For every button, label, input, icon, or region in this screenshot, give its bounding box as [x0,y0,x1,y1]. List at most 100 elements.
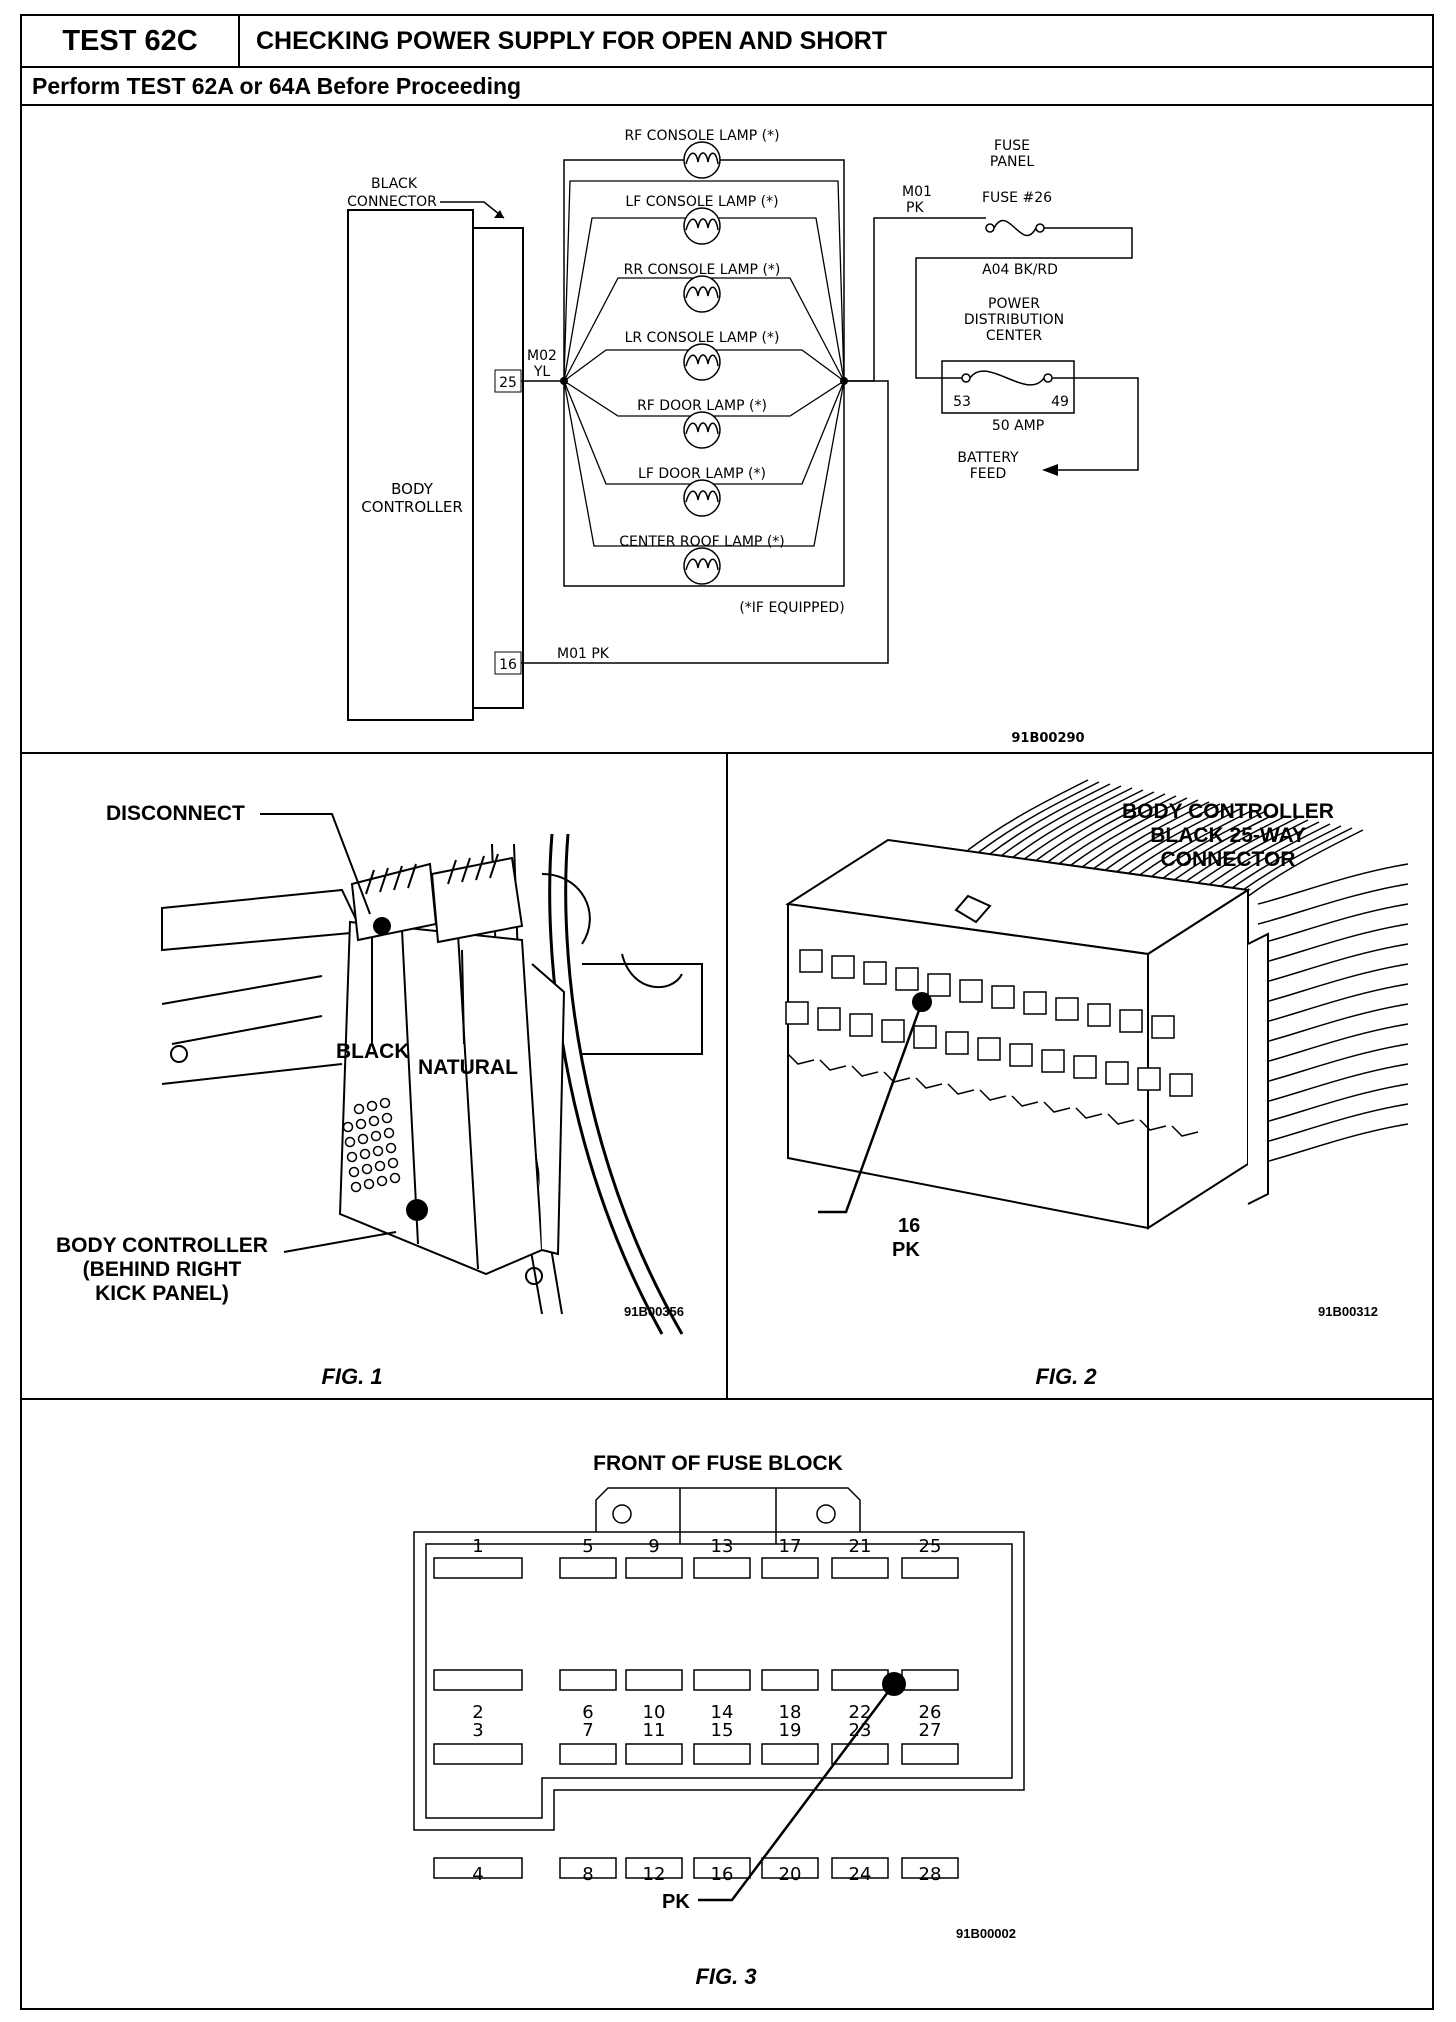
if-equipped-note: (*IF EQUIPPED) [739,600,844,616]
fuse-panel-label-2: PANEL [990,154,1034,170]
lamp-bulb-icon [683,207,721,245]
test-subtitle: Perform TEST 62A or 64A Before Proceedin… [22,68,1432,106]
pin-cavity [1105,1061,1129,1085]
connector-pin-cavities [785,949,1199,1137]
fig2-caption: FIG. 2 [1035,1364,1097,1389]
pin-cavity [977,1037,1001,1061]
lamp-bulb-icon [683,411,721,449]
black-connector-label-2: CONNECTOR [347,194,437,210]
battery-label-1: BATTERY [957,450,1019,466]
body-controller-dot [406,1199,428,1221]
fuse-slot-label: 26 [919,1702,942,1723]
fuse-slots [433,1557,959,1879]
pin-cavity [881,1019,905,1043]
pin-cavity [831,955,855,979]
test-title: CHECKING POWER SUPPLY FOR OPEN AND SHORT [240,16,1432,68]
fuse-slot [693,1857,751,1879]
fuse-slot-label: 16 [711,1864,734,1885]
pin-cavity [1119,1009,1143,1033]
fuse-slot-label: 20 [779,1864,802,1885]
pin-25: 25 [499,375,517,391]
fuse-slot-label: 13 [711,1536,734,1557]
fuse-slot-label: 1 [472,1536,483,1557]
body-controller-label-2: CONTROLLER [361,498,463,516]
fuse-slot [559,1743,617,1765]
pdc-label-2: DISTRIBUTION [964,312,1064,328]
pin-cavity [1009,1043,1033,1067]
fig3-caption: FIG. 3 [695,1964,756,1989]
fig1-illustration: DISCONNECT BLACK NATURAL BODY CONTROLLER… [56,802,703,1389]
body-controller-label-1: BODY [391,480,434,498]
fuse-panel-label-1: FUSE [994,138,1030,154]
pdc-box [941,360,1075,414]
pin-cavity [959,979,983,1003]
fuse-slot-label: 15 [711,1720,734,1741]
fig2-pin-label-2: PK [892,1239,920,1261]
fuse-slot [901,1557,959,1579]
fuse-slot-label: 12 [643,1864,666,1885]
fuse-slot [625,1557,683,1579]
fuse-slot-label: 11 [643,1720,666,1741]
pin-cavity [1041,1049,1065,1073]
fig2-illustration: BODY CONTROLLER BLACK 25-WAY CONNECTOR 1… [785,779,1409,1389]
lamp-label-6: CENTER ROOF LAMP (*) [619,534,785,550]
fuse-slot-label: 22 [849,1702,872,1723]
pin-cavity [1151,1015,1175,1039]
pin-cavity [913,1025,937,1049]
fuse-slot-label: 18 [779,1702,802,1723]
lamp-bulb-icon [683,479,721,517]
pin-cavity [1023,991,1047,1015]
pin-cavity [799,949,823,973]
body-controller-module [338,856,566,1276]
fuse-slot-label: 8 [582,1864,593,1885]
pin-cavity [1087,1003,1111,1027]
lamp-symbols [683,141,721,585]
fuse-slot [559,1857,617,1879]
fig2-title-2: BLACK 25-WAY [1150,824,1306,847]
connector-wires [967,779,1409,1165]
fig1-panel: DISCONNECT BLACK NATURAL BODY CONTROLLER… [22,754,728,1400]
pin-cavity [945,1031,969,1055]
fig2-pin-label-1: 16 [898,1215,920,1237]
lamp-bulb-icon [683,275,721,313]
fig3-pk-label: PK [662,1891,690,1913]
connector-ridges [365,853,499,895]
fuse-slot [433,1669,523,1691]
fuse-slot [831,1669,889,1691]
pin-cavity [991,985,1015,1009]
fuse-slot [433,1557,523,1579]
lamp-label-4: RF DOOR LAMP (*) [637,398,767,414]
fig1-body-controller-label-3: KICK PANEL) [95,1282,229,1305]
fuse-slot [831,1557,889,1579]
test-sheet: TEST 62C CHECKING POWER SUPPLY FOR OPEN … [20,14,1434,2010]
pin-cavity [785,1001,809,1025]
pin-cavity [895,967,919,991]
fig1-body-controller-label-2: (BEHIND RIGHT [83,1258,242,1281]
fuse-slot-label: 4 [472,1864,483,1885]
fuse-slot [831,1857,889,1879]
fig1-caption: FIG. 1 [321,1364,382,1389]
wire-m02-label-2: YL [533,364,551,380]
fuse-slot-label: 3 [472,1720,483,1741]
pdc-amp-label: 50 AMP [992,418,1044,434]
schematic-panel: BLACK CONNECTOR BODY CONTROLLER 25 16 M0… [22,106,1432,754]
pin-cavity [1137,1067,1161,1091]
fuse-slot-label: 10 [643,1702,666,1723]
body-controller-box [347,209,474,721]
fig2-title-3: CONNECTOR [1161,848,1296,871]
lamp-bulb-icon [683,343,721,381]
wire-m01-bottom: M01 PK [557,646,610,662]
fuse-slot [559,1557,617,1579]
fuse-slot [901,1857,959,1879]
fuse-slot [761,1669,819,1691]
fuse-slot [559,1669,617,1691]
fuse-slot-label: 2 [472,1702,483,1723]
pin-16: 16 [499,657,517,673]
fuse-slot [761,1743,819,1765]
test-id: TEST 62C [22,16,240,68]
fuse-slot [433,1743,523,1765]
pdc-pin-49: 49 [1051,394,1069,410]
disconnect-dot [373,917,391,935]
